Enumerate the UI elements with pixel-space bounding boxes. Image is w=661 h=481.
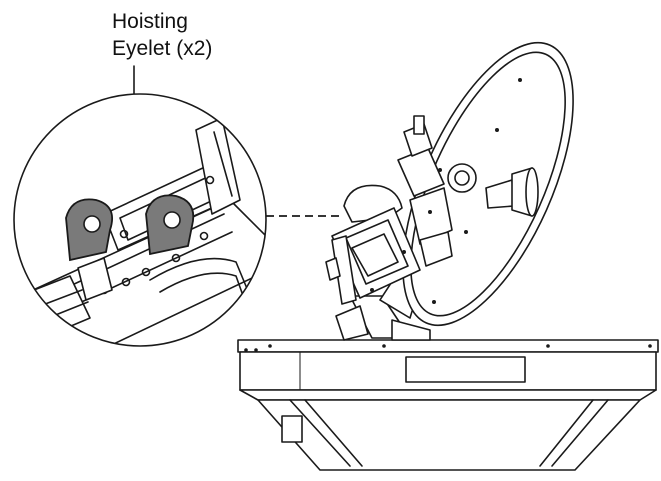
callout-line-2: Eyelet (x2) bbox=[112, 37, 213, 60]
callout-line-1: Hoisting bbox=[112, 10, 188, 33]
front-window-panel bbox=[405, 356, 526, 383]
positioner-mechanism bbox=[325, 115, 453, 305]
magnified-detail bbox=[13, 93, 267, 347]
feed-horn bbox=[447, 163, 539, 217]
base-platform bbox=[237, 339, 659, 471]
hoisting-eyelet-callout: Hoisting Eyelet (x2) bbox=[112, 8, 212, 62]
